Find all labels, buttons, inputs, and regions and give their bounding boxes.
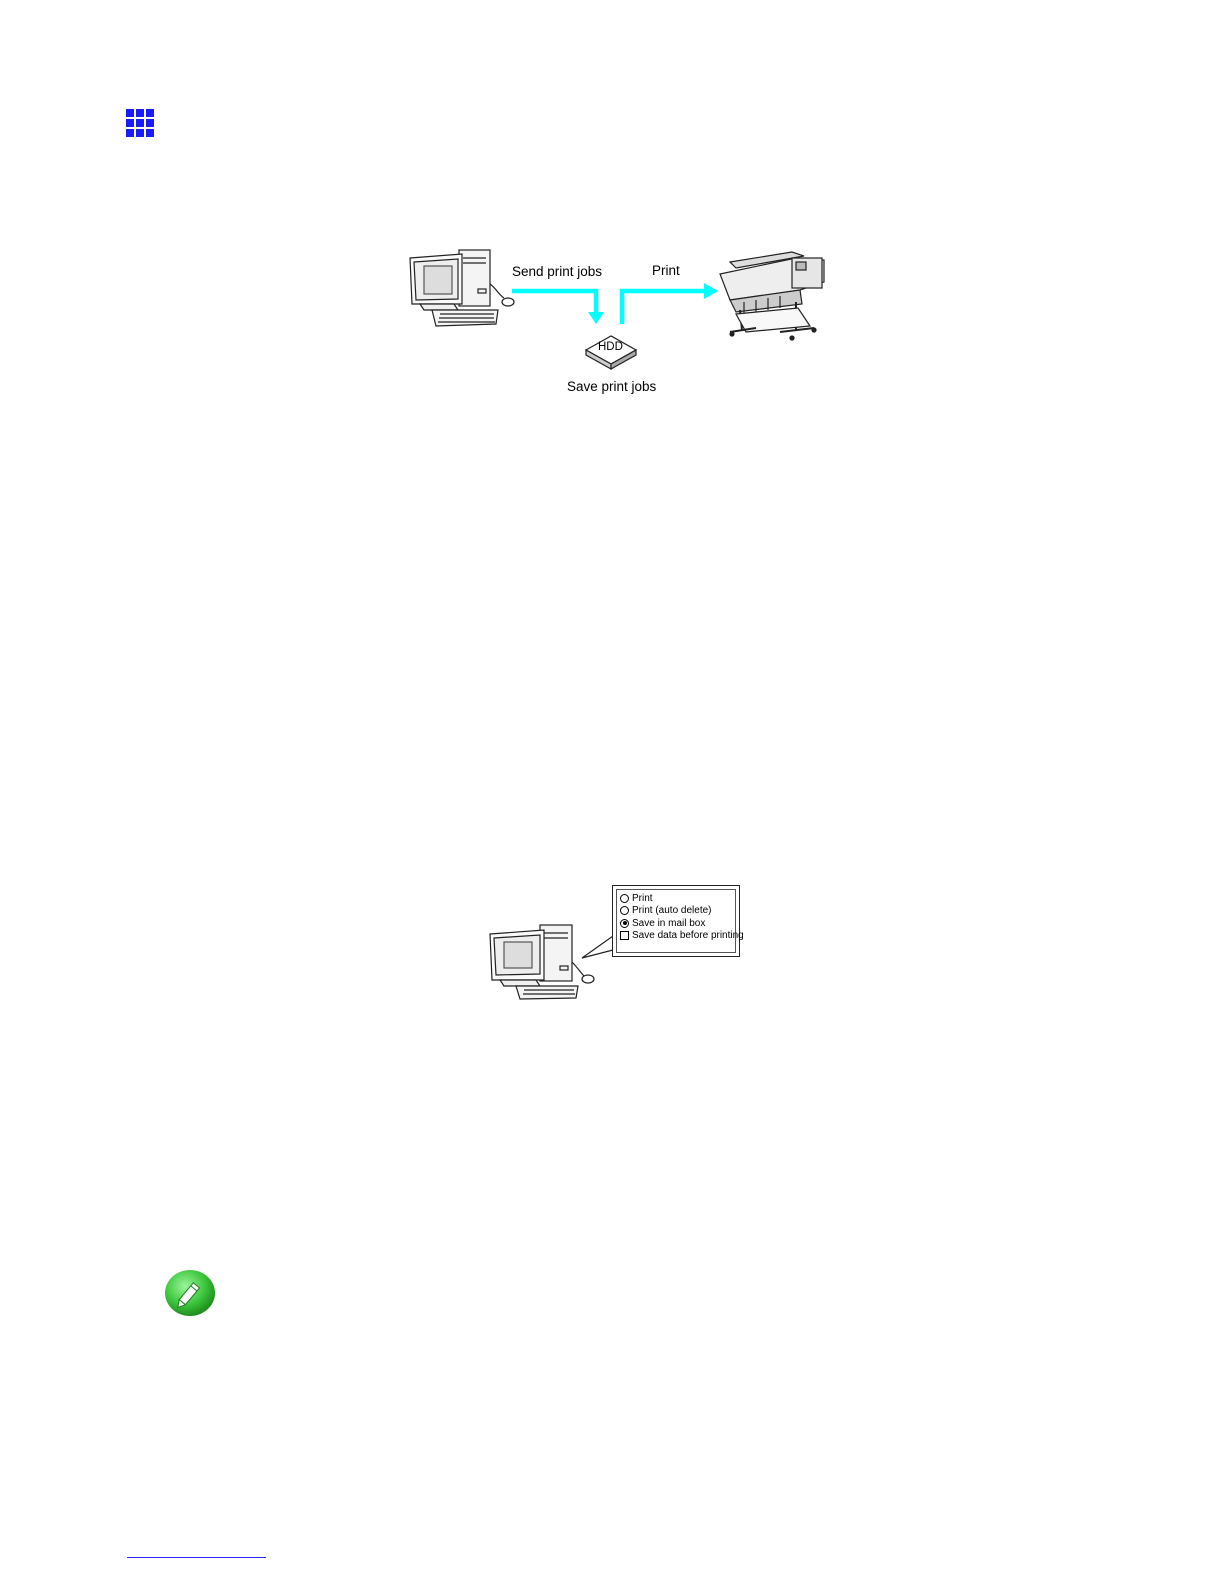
option-label: Print (632, 893, 653, 904)
radio-save-in-mail-box (620, 919, 629, 928)
option-save-in-mail-box: Save in mail box (620, 917, 735, 930)
print-label: Print (652, 263, 680, 278)
send-print-jobs-label: Send print jobs (512, 264, 602, 279)
print-options-diagram: Print Print (auto delete) Save in mail b… (486, 884, 744, 1000)
checkbox-save-data-before-printing (620, 931, 629, 940)
option-print: Print (620, 892, 735, 905)
footer-link-rule (127, 1557, 266, 1558)
save-print-jobs-label: Save print jobs (567, 379, 656, 394)
grid-icon (126, 109, 154, 137)
option-label: Save in mail box (632, 918, 705, 929)
print-options-panel: Print Print (auto delete) Save in mail b… (612, 885, 740, 957)
computer-icon (410, 250, 514, 326)
radio-print-auto-delete (620, 906, 629, 915)
computer-icon (490, 925, 594, 999)
note-pencil-icon (164, 1269, 216, 1317)
printer-icon (720, 252, 824, 340)
option-label: Print (auto delete) (632, 905, 712, 916)
hdd-label: HDD (598, 341, 623, 353)
print-job-flow-diagram: Send print jobs Print HDD Save print job… (400, 244, 832, 404)
option-label: Save data before printing (632, 930, 744, 941)
option-print-auto-delete: Print (auto delete) (620, 905, 735, 918)
print-options-list: Print Print (auto delete) Save in mail b… (616, 889, 736, 953)
option-save-data-before-printing: Save data before printing (620, 930, 735, 943)
radio-print (620, 894, 629, 903)
